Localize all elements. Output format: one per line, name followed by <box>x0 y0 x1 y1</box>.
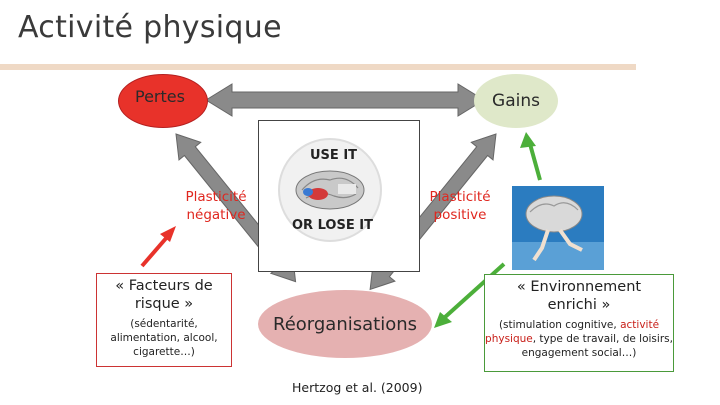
env-highlight-activite: activité <box>620 319 660 331</box>
env-body: (stimulation cognitive, activité physiqu… <box>485 318 673 360</box>
reorganisations-node: Réorganisations <box>258 290 432 358</box>
page-title: Activité physique <box>18 10 282 45</box>
plasticite-positive-label: Plasticité positive <box>420 188 500 224</box>
pertes-node: Pertes <box>118 74 208 128</box>
plasticite-positive-line1: Plasticité <box>429 189 491 205</box>
risk-factors-title: « Facteurs de risque » <box>97 277 231 313</box>
use-it-badge: USE IT OR LOSE IT <box>278 138 382 242</box>
reorganisations-label: Réorganisations <box>273 313 417 335</box>
risk-factors-body: (sédentarité, alimentation, alcool, ciga… <box>97 317 231 359</box>
citation: Hertzog et al. (2009) <box>292 380 423 395</box>
risk-title-line2: risque » <box>134 296 194 312</box>
env-body-line1: (stimulation cognitive, activité <box>485 318 673 332</box>
env-body-line2-text: , type de travail, de loisirs, <box>532 333 673 345</box>
env-title-line1: « Environnement <box>516 279 642 295</box>
enriched-environment-box: « Environnement enrichi » (stimulation c… <box>484 274 674 372</box>
green-arrow-gains <box>520 132 542 181</box>
gains-node: Gains <box>474 74 558 128</box>
plasticite-positive-line2: positive <box>433 207 487 223</box>
risk-body-line1: (sédentarité, <box>130 318 198 330</box>
plasticite-negative-line1: Plasticité <box>185 189 247 205</box>
plasticite-negative-line2: négative <box>186 207 246 223</box>
env-highlight-physique: physique <box>485 333 533 345</box>
brain-icon <box>295 170 365 210</box>
env-title: « Environnement enrichi » <box>485 278 673 314</box>
plasticite-negative-label: Plasticité négative <box>176 188 256 224</box>
red-arrow-risk <box>140 226 176 268</box>
risk-body-line3: cigarette…) <box>133 346 195 358</box>
running-brain-icon <box>512 186 604 270</box>
pertes-label: Pertes <box>135 87 185 106</box>
or-lose-it-text: OR LOSE IT <box>292 218 373 233</box>
risk-body-line2: alimentation, alcool, <box>110 332 218 344</box>
env-body-line3: engagement social…) <box>521 347 637 359</box>
gains-label: Gains <box>492 91 540 111</box>
env-body-line1-text: (stimulation cognitive, <box>498 319 617 331</box>
env-body-line2: physique, type de travail, de loisirs, <box>485 332 673 346</box>
risk-factors-box: « Facteurs de risque » (sédentarité, ali… <box>96 273 232 367</box>
use-it-text: USE IT <box>310 148 358 163</box>
green-arrow-reorg <box>434 262 506 328</box>
running-brain-image <box>512 186 604 270</box>
env-title-line2: enrichi » <box>547 297 611 313</box>
risk-title-line1: « Facteurs de <box>115 278 213 294</box>
double-arrow-pertes-gains <box>205 83 485 117</box>
title-divider <box>0 64 636 70</box>
